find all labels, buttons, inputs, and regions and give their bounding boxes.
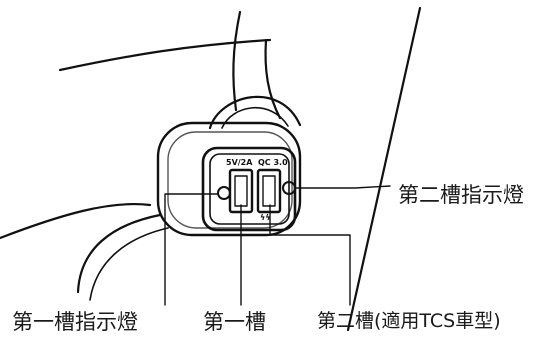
leader-slot2-indicator — [294, 185, 391, 189]
mount-arm-right — [264, 38, 282, 120]
slot1-indicator-icon — [217, 186, 231, 200]
port-marking-left: 5V/2A — [226, 158, 253, 167]
leader-slot1-indicator — [164, 193, 219, 306]
cable-curve-inner — [76, 213, 162, 294]
port-marking-bolt: ϟϟ — [260, 213, 271, 222]
usb-port-slot2 — [256, 168, 282, 214]
cable-curve-outer — [0, 202, 152, 240]
label-slot2: 第二槽(適用TCS車型) — [317, 310, 501, 332]
charger-housing — [156, 121, 302, 237]
pillar-line — [346, 6, 422, 332]
label-slot2-indicator: 第二槽指示燈 — [398, 183, 524, 207]
bracket-arch — [208, 95, 302, 130]
mount-arm-left — [232, 10, 242, 112]
leader-slot2 — [269, 204, 351, 306]
label-slot1-indicator: 第一槽指示燈 — [12, 310, 138, 334]
port-marking-right: QC 3.0 — [258, 158, 288, 167]
seat-back-outline — [58, 38, 272, 72]
label-slot1: 第一槽 — [203, 310, 266, 334]
